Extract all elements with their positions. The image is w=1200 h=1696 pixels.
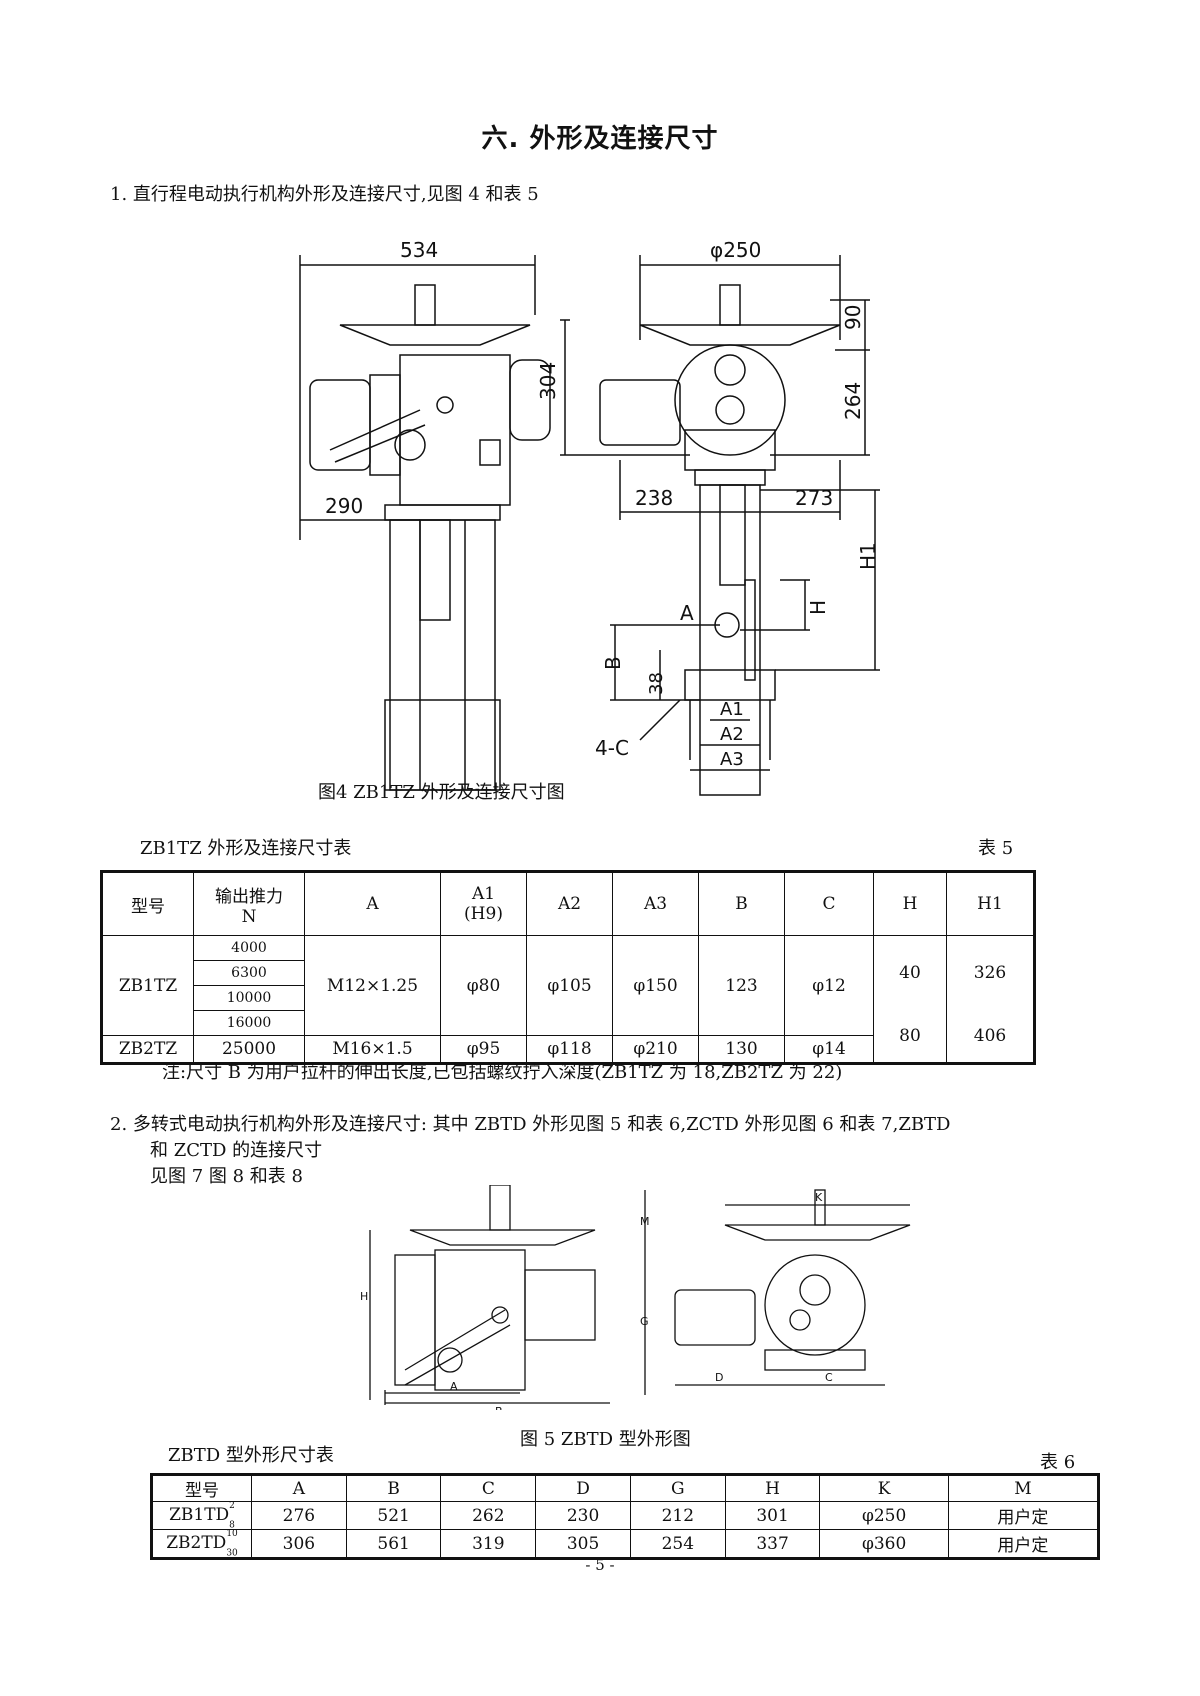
table6-caption: ZBTD 型外形尺寸表 bbox=[168, 1445, 334, 1466]
dim-238: 238 bbox=[635, 486, 673, 510]
dim-290: 290 bbox=[325, 494, 363, 518]
cell-H: 40 bbox=[873, 935, 947, 1011]
th-H: H bbox=[873, 871, 947, 936]
cell-A3: φ150 bbox=[612, 935, 699, 1036]
cell-H1: 326 bbox=[946, 935, 1035, 1011]
cell-C: φ12 bbox=[784, 935, 874, 1036]
th-G: G bbox=[629, 1474, 726, 1502]
cell-force: 25000 bbox=[193, 1035, 305, 1064]
cell-B: 123 bbox=[698, 935, 785, 1036]
th-A: A bbox=[251, 1474, 347, 1502]
fig5-drawing: M H G A B K D C bbox=[360, 1185, 911, 1410]
fig5-caption: 图 5 ZBTD 型外形图 bbox=[520, 1429, 691, 1450]
cell-A2: φ118 bbox=[526, 1035, 613, 1064]
cell-A: M12×1.25 bbox=[304, 935, 441, 1036]
th-B: B bbox=[345, 1474, 442, 1502]
cell-H1: 406 bbox=[946, 1010, 1035, 1064]
cell-A1: φ95 bbox=[440, 1035, 527, 1064]
dim-90: 90 bbox=[841, 305, 865, 330]
dim-A1: A1 bbox=[720, 699, 744, 720]
th-model: 型号 bbox=[151, 1474, 252, 1502]
label-B: B bbox=[495, 1405, 503, 1410]
dim-phi250: φ250 bbox=[710, 238, 761, 262]
cell-A2: φ105 bbox=[526, 935, 613, 1036]
cell-A1: φ80 bbox=[440, 935, 527, 1036]
dim-A: A bbox=[680, 601, 694, 625]
th-H: H bbox=[724, 1474, 821, 1502]
th-C: C bbox=[784, 871, 874, 936]
dim-B: B bbox=[601, 656, 625, 670]
th-A3: A3 bbox=[612, 871, 699, 936]
cell-A3: φ210 bbox=[612, 1035, 699, 1064]
dim-A2: A2 bbox=[720, 724, 744, 745]
dim-264: 264 bbox=[841, 382, 865, 420]
th-model: 型号 bbox=[101, 871, 194, 936]
th-D: D bbox=[535, 1474, 631, 1502]
dim-A3: A3 bbox=[720, 749, 744, 770]
section2-line1: 2. 多转式电动执行机构外形及连接尺寸: 其中 ZBTD 外形见图 5 和表 6… bbox=[110, 1114, 951, 1135]
dim-4C: 4-C bbox=[595, 736, 629, 760]
cell-model: ZB1TZ bbox=[101, 935, 194, 1036]
dim-534: 534 bbox=[400, 238, 438, 262]
th-A1: A1(H9) bbox=[440, 871, 527, 936]
label-H: H bbox=[360, 1290, 368, 1303]
table5-number: 表 5 bbox=[978, 838, 1014, 859]
cell-force: 16000 bbox=[193, 1010, 305, 1036]
cell-C: φ14 bbox=[784, 1035, 874, 1064]
cell-force: 4000 bbox=[193, 935, 305, 961]
table6-number: 表 6 bbox=[1040, 1452, 1076, 1473]
th-B: B bbox=[698, 871, 785, 936]
label-K: K bbox=[815, 1191, 823, 1204]
label-G: G bbox=[640, 1315, 649, 1328]
th-H1: H1 bbox=[946, 871, 1035, 936]
section1-text: 1. 直行程电动执行机构外形及连接尺寸,见图 4 和表 5 bbox=[110, 184, 539, 205]
th-K: K bbox=[819, 1474, 949, 1502]
fig4-drawing: 534 290 φ250 304 90 264 238 273 H1 H A B… bbox=[299, 238, 880, 796]
cell-force: 6300 bbox=[193, 960, 305, 986]
label-A: A bbox=[450, 1380, 458, 1393]
table5-note: 注:尺寸 B 为用户拉杆的伸出长度,已包括螺纹拧入深度(ZB1TZ 为 18,Z… bbox=[162, 1062, 843, 1083]
section2-line3: 见图 7 图 8 和表 8 bbox=[150, 1166, 303, 1187]
th-M: M bbox=[947, 1474, 1100, 1502]
dim-H: H bbox=[806, 600, 830, 615]
cell-force: 10000 bbox=[193, 985, 305, 1011]
th-C: C bbox=[440, 1474, 537, 1502]
fig4-caption: 图4 ZB1TZ 外形及连接尺寸图 bbox=[318, 782, 565, 803]
label-D: D bbox=[715, 1371, 723, 1384]
dim-304: 304 bbox=[536, 362, 560, 400]
dim-38: 38 bbox=[646, 672, 667, 695]
cell-model: ZB2TZ bbox=[101, 1035, 194, 1064]
th-A: A bbox=[304, 871, 441, 936]
cell-H: 80 bbox=[873, 1010, 947, 1064]
cell-B: 130 bbox=[698, 1035, 785, 1064]
table5-caption: ZB1TZ 外形及连接尺寸表 bbox=[140, 838, 352, 859]
section2-line2: 和 ZCTD 的连接尺寸 bbox=[150, 1140, 323, 1161]
page-number: - 5 - bbox=[585, 1556, 615, 1574]
th-A2: A2 bbox=[526, 871, 613, 936]
dim-H1: H1 bbox=[856, 542, 880, 570]
page-title: 六. 外形及连接尺寸 bbox=[481, 124, 719, 154]
label-C: C bbox=[825, 1371, 833, 1384]
cell-A: M16×1.5 bbox=[304, 1035, 441, 1064]
